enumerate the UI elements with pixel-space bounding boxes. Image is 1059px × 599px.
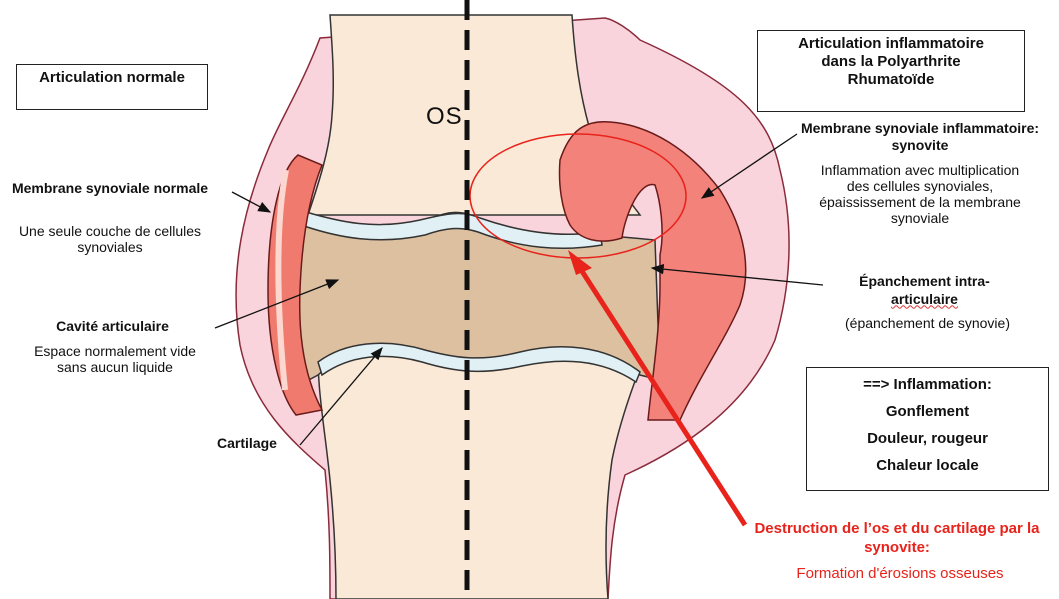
title-inflammatory-box: Articulation inflammatoire dans la Polya… xyxy=(757,30,1025,112)
lower-bone xyxy=(318,355,645,599)
bone-label: OS xyxy=(426,103,463,131)
effusion-title: Épanchement intra- articulaire xyxy=(822,273,1027,308)
effusion-title-part1: Épanchement intra- xyxy=(859,273,990,289)
cavity-desc: Espace normalement vide sans aucun liqui… xyxy=(30,343,200,375)
inflammation-item: Chaleur locale xyxy=(807,457,1048,474)
title-normal: Articulation normale xyxy=(39,69,185,86)
inflammation-box: ==> Inflammation: Gonflement Douleur, ro… xyxy=(806,367,1049,491)
inflammation-heading: ==> Inflammation: xyxy=(807,376,1048,393)
inflammation-item: Douleur, rougeur xyxy=(807,430,1048,447)
destruction-title: Destruction de l’os et du cartilage par … xyxy=(752,520,1042,558)
inflammation-item: Gonflement xyxy=(807,403,1048,420)
cartilage-label: Cartilage xyxy=(192,435,302,451)
destruction-desc: Formation d'érosions osseuses xyxy=(780,566,1020,583)
cavity-title: Cavité articulaire xyxy=(10,318,215,334)
effusion-title-part2: articulaire xyxy=(891,291,958,307)
synovial-normal-title: Membrane synoviale normale xyxy=(10,180,210,196)
title-normal-box: Articulation normale xyxy=(16,64,208,110)
effusion-desc: (épanchement de synovie) xyxy=(805,315,1050,331)
synovitis-desc: Inflammation avec multiplication des cel… xyxy=(815,162,1025,226)
synovial-normal-desc: Une seule couche de cellules synoviales xyxy=(10,223,210,255)
title-inflammatory: Articulation inflammatoire dans la Polya… xyxy=(798,35,984,88)
synovitis-title: Membrane synoviale inflammatoire: synovi… xyxy=(800,120,1040,154)
